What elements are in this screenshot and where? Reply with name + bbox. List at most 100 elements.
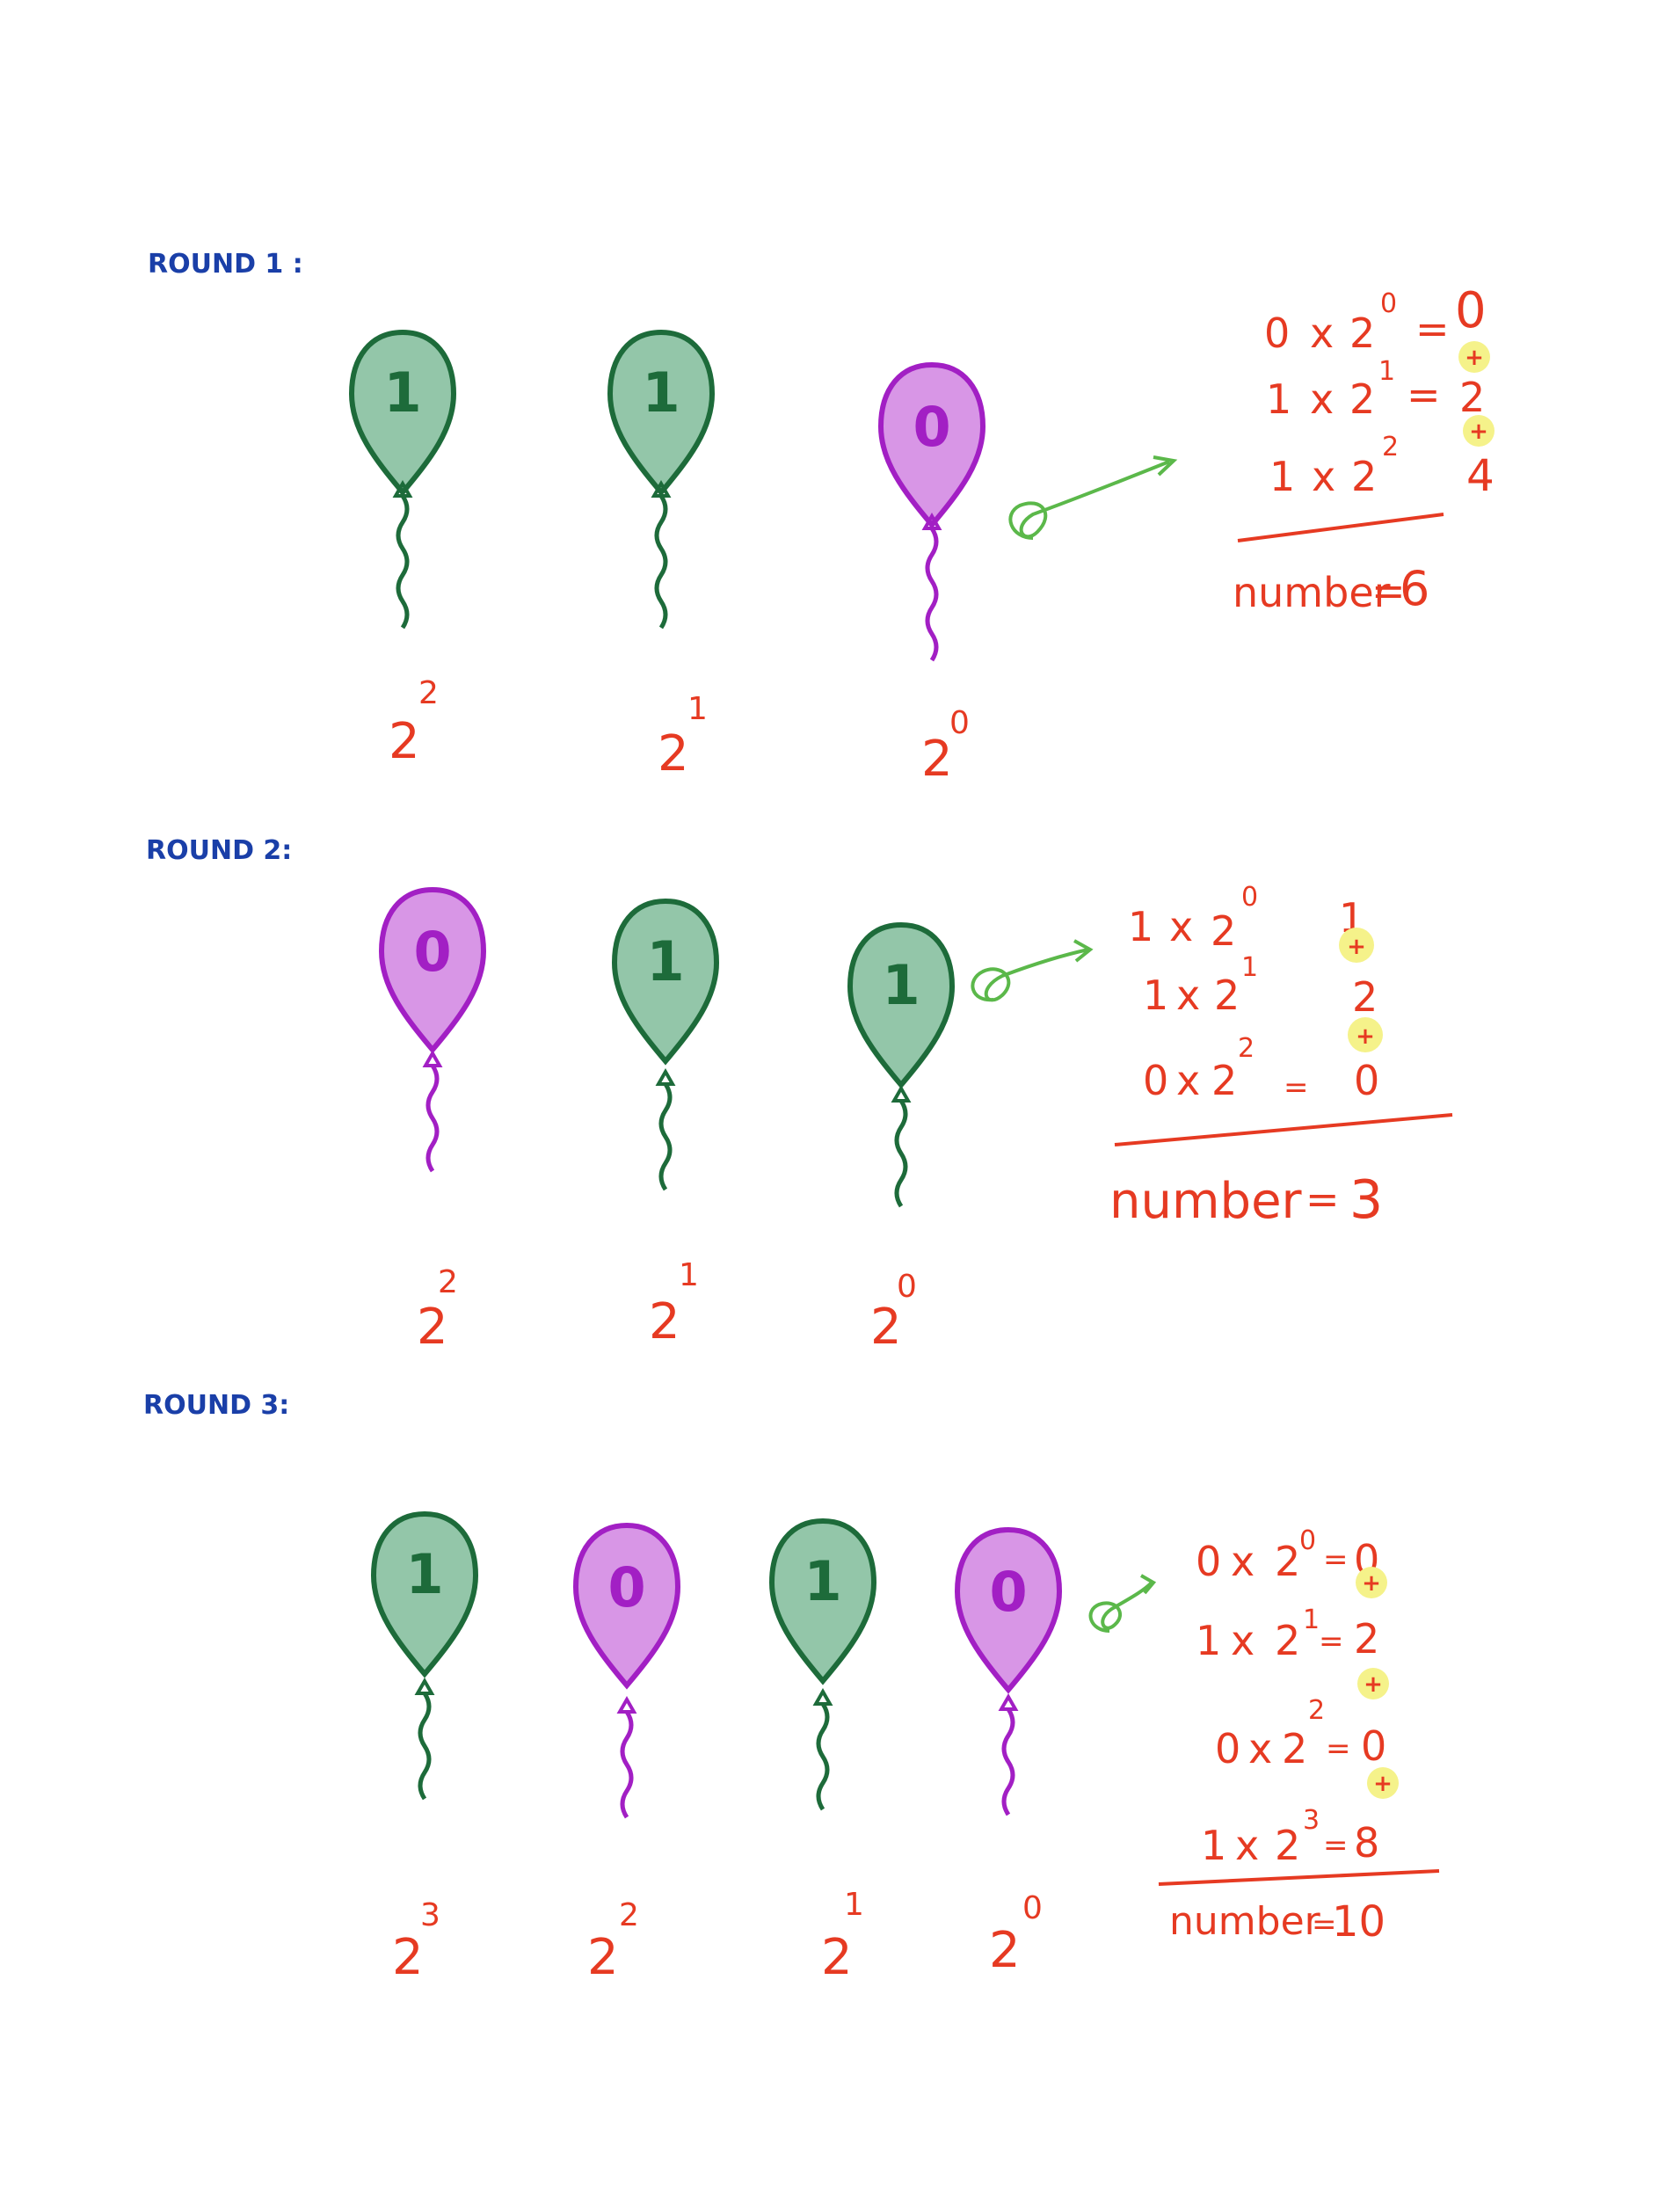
svg-text:number: number — [1169, 1899, 1321, 1944]
svg-text:2: 2 — [658, 725, 689, 782]
svg-text:0: 0 — [1354, 1057, 1379, 1104]
svg-text:1: 1 — [844, 1887, 864, 1923]
svg-text:2: 2 — [417, 1299, 448, 1356]
svg-text:2: 2 — [870, 1299, 902, 1356]
svg-text:2: 2 — [392, 1929, 424, 1986]
svg-text:x: x — [1312, 453, 1335, 500]
balloon-r1-3: 0 — [881, 365, 983, 662]
svg-text:1: 1 — [687, 691, 708, 727]
svg-text:6: 6 — [1400, 561, 1429, 616]
round-2-label: ROUND 2: — [146, 835, 292, 866]
balloon-digit: 1 — [804, 1549, 841, 1613]
round-3: ROUND 3: 1 0 1 0 2 3 — [143, 1390, 1440, 1986]
balloon-r1-2: 1 — [610, 332, 712, 630]
svg-text:=: = — [1415, 305, 1450, 353]
svg-text:10: 10 — [1332, 1897, 1385, 1947]
calc-line: 1 x 2 1 = 2 — [1196, 1605, 1379, 1664]
balloon-digit: 0 — [989, 1560, 1027, 1624]
svg-text:x: x — [1231, 1617, 1255, 1664]
svg-text:8: 8 — [1354, 1819, 1379, 1867]
sum-line — [1158, 1869, 1440, 1886]
plus-marker: + — [1367, 1767, 1399, 1799]
svg-text:2: 2 — [1351, 453, 1377, 500]
calc-line: 0 x 2 0 = 0 — [1196, 1525, 1379, 1585]
svg-text:3: 3 — [1349, 1169, 1383, 1231]
svg-text:2: 2 — [821, 1929, 853, 1986]
svg-text:2: 2 — [1211, 907, 1236, 955]
svg-text:2: 2 — [921, 731, 953, 788]
svg-text:2: 2 — [389, 713, 420, 770]
svg-text:2: 2 — [619, 1897, 639, 1933]
svg-text:1: 1 — [1269, 453, 1295, 500]
svg-text:+: + — [1347, 934, 1366, 960]
svg-text:x: x — [1235, 1822, 1259, 1869]
calc-line: 0 x 2 2 = 0 — [1143, 1033, 1379, 1105]
plus-marker: + — [1339, 928, 1374, 963]
svg-text:0: 0 — [1455, 282, 1487, 339]
svg-text:0: 0 — [1361, 1722, 1386, 1770]
svg-text:1: 1 — [1128, 903, 1153, 950]
svg-text:1: 1 — [1201, 1822, 1226, 1869]
round-2: ROUND 2: 0 1 1 2 2 2 1 2 0 — [146, 835, 1453, 1356]
svg-text:=: = — [1312, 1907, 1337, 1942]
curly-arrow-icon — [971, 939, 1094, 1002]
svg-text:0: 0 — [949, 705, 970, 741]
svg-text:1: 1 — [1378, 356, 1395, 387]
balloon-digit: 0 — [913, 395, 950, 459]
svg-text:2: 2 — [649, 1293, 680, 1350]
plus-marker: + — [1458, 341, 1490, 373]
curly-arrow-icon — [1088, 1574, 1157, 1633]
svg-text:0: 0 — [1380, 288, 1397, 319]
svg-text:2: 2 — [1459, 374, 1485, 421]
svg-text:2: 2 — [1275, 1538, 1300, 1585]
balloon-digit: 0 — [413, 920, 451, 984]
svg-text:0: 0 — [897, 1269, 917, 1305]
balloon-digit: 1 — [642, 360, 680, 425]
svg-text:number: number — [1109, 1173, 1303, 1230]
power-label-r1-1: 2 2 — [389, 675, 439, 770]
balloon-r3-3: 1 — [772, 1521, 874, 1811]
result-line: number = 3 — [1109, 1169, 1383, 1231]
svg-text:number: number — [1233, 569, 1391, 616]
svg-text:x: x — [1310, 375, 1334, 423]
power-label-r3-2: 2 2 — [587, 1897, 639, 1986]
svg-text:1: 1 — [679, 1257, 699, 1293]
svg-text:+: + — [1469, 418, 1488, 445]
svg-text:3: 3 — [1303, 1805, 1320, 1836]
power-label-r2-3: 2 0 — [870, 1269, 917, 1356]
svg-text:2: 2 — [1282, 1725, 1307, 1772]
svg-text:=: = — [1326, 1731, 1351, 1766]
svg-text:1: 1 — [1241, 952, 1258, 983]
svg-text:2: 2 — [1382, 432, 1399, 462]
plus-marker: + — [1348, 1017, 1383, 1052]
balloon-digit: 1 — [882, 953, 920, 1017]
balloon-r2-1: 0 — [382, 890, 484, 1173]
result-line: number = 10 — [1169, 1897, 1385, 1947]
balloon-digit: 1 — [405, 1542, 443, 1606]
svg-text:+: + — [1364, 1671, 1383, 1698]
round-3-label: ROUND 3: — [143, 1390, 289, 1421]
svg-text:2: 2 — [418, 675, 439, 711]
power-label-r2-1: 2 2 — [417, 1264, 458, 1356]
svg-text:x: x — [1248, 1725, 1272, 1772]
svg-text:2: 2 — [1349, 309, 1375, 357]
svg-text:+: + — [1465, 345, 1484, 371]
calc-line: 1 x 2 1 2 — [1143, 952, 1378, 1021]
svg-text:2: 2 — [587, 1929, 619, 1986]
svg-text:0: 0 — [1143, 1057, 1168, 1104]
plus-marker: + — [1357, 1668, 1389, 1699]
svg-text:x: x — [1310, 309, 1334, 357]
svg-text:0: 0 — [1299, 1525, 1316, 1556]
svg-text:0: 0 — [1264, 309, 1290, 357]
power-label-r3-3: 2 1 — [821, 1887, 864, 1986]
svg-text:x: x — [1169, 903, 1193, 950]
calc-line: 1 x 2 0 1 — [1128, 882, 1364, 955]
svg-text:1: 1 — [1303, 1605, 1320, 1635]
svg-text:3: 3 — [420, 1897, 440, 1933]
power-label-r1-3: 2 0 — [921, 705, 970, 788]
svg-text:x: x — [1176, 972, 1200, 1019]
svg-text:1: 1 — [1196, 1617, 1221, 1664]
svg-text:2: 2 — [1308, 1695, 1325, 1726]
balloon-r3-4: 0 — [957, 1530, 1059, 1816]
svg-text:=: = — [1323, 1828, 1349, 1863]
